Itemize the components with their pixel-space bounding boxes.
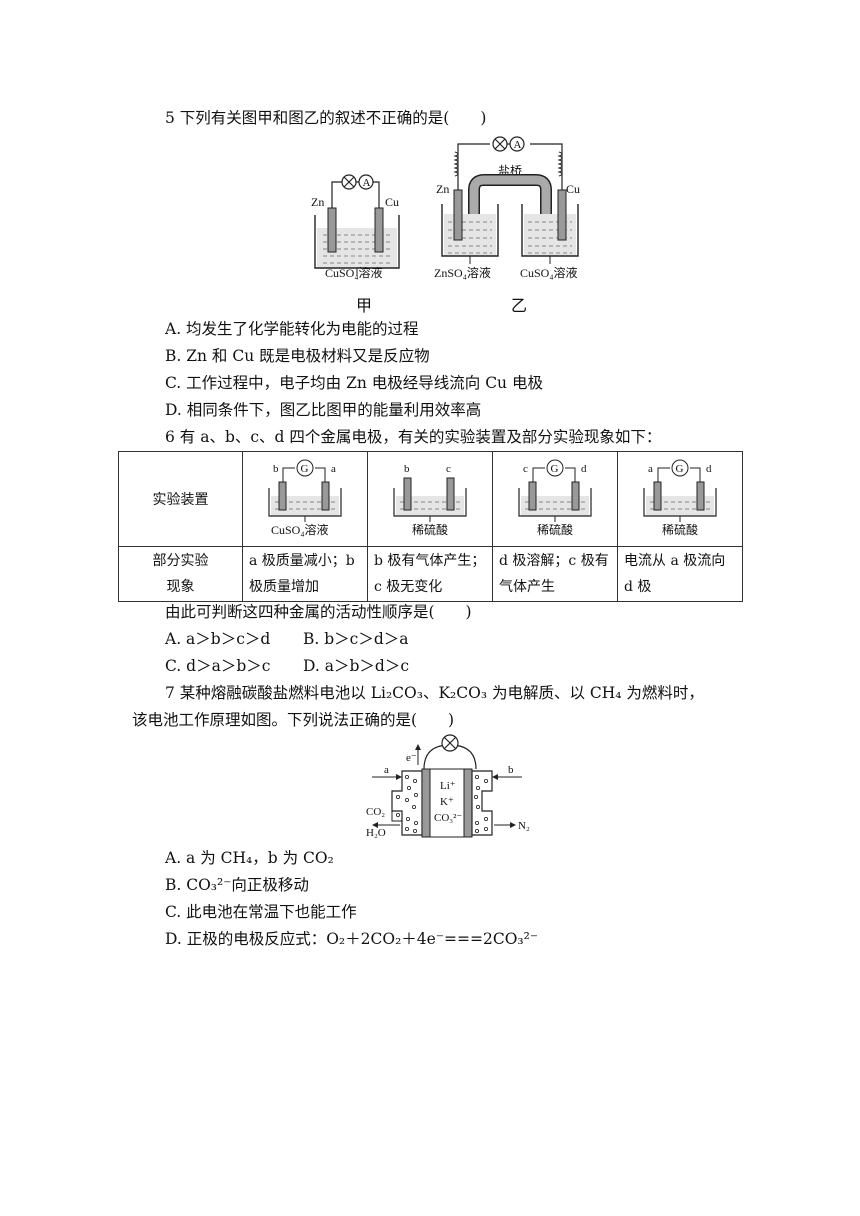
jia-solution-label: CuSO₄溶液	[325, 265, 383, 280]
phenomenon-3-line1: d 极溶解；c 极有	[499, 553, 609, 569]
phenomenon-2-line2: c 极无变化	[374, 579, 443, 595]
yi-zn-label: Zn	[436, 182, 449, 196]
yi-znso4-label: ZnSO₄溶液	[434, 265, 491, 280]
apparatus-3-right-label: d	[581, 463, 587, 475]
apparatus-2-left-label: b	[404, 463, 410, 475]
q7-option-c: C. 此电池在常温下也能工作	[165, 903, 357, 921]
apparatus-4-left-label: a	[648, 463, 653, 475]
table-header-apparatus: 实验装置	[118, 451, 243, 547]
phenomenon-1-line2: 极质量增加	[249, 579, 319, 595]
yi-cu-label: Cu	[566, 182, 580, 196]
figure-jia-label: 甲	[356, 296, 373, 315]
phenomenon-2-line1: b 极有气体产生；	[374, 553, 486, 569]
apparatus-2-solution: 稀硫酸	[412, 522, 448, 537]
phenomenon-cell: 电流从 a 极流向 d 极	[617, 546, 743, 602]
phenomenon-3-line2: 气体产生	[499, 579, 555, 595]
inlet-b-label: b	[508, 764, 514, 776]
table-header-phenomena: 部分实验 现象	[118, 546, 243, 602]
q6-option-b: B. b＞c＞d＞a	[303, 630, 409, 648]
apparatus-4-meter: G	[676, 463, 684, 475]
apparatus-cell: b c 稀硫酸	[367, 451, 493, 547]
apparatus-4-diagram: G a d 稀硫酸	[643, 459, 717, 537]
apparatus-cell: G c d 稀硫酸	[492, 451, 618, 547]
jia-ammeter-label: A	[363, 177, 371, 189]
q7-option-b: B. CO₃²⁻向正极移动	[165, 876, 309, 894]
q6-option-c: C. d＞a＞b＞c	[165, 657, 271, 675]
apparatus-4-right-label: d	[706, 463, 712, 475]
outlet-co2-label: CO₂	[366, 806, 385, 818]
q7-stem-line1: 7 某种熔融碳酸盐燃料电池以 Li₂CO₃、K₂CO₃ 为电解质、以 CH₄ 为…	[165, 684, 704, 702]
apparatus-3-solution: 稀硫酸	[537, 522, 573, 537]
phenomenon-4-line1: 电流从 a 极流向	[624, 553, 726, 569]
electron-label: e⁻	[406, 752, 417, 764]
outlet-h2o-label: H₂O	[366, 827, 386, 839]
apparatus-1-meter: G	[301, 463, 309, 475]
q5-option-d: D. 相同条件下，图乙比图甲的能量利用效率高	[165, 401, 482, 419]
q6-stem: 6 有 a、b、c、d 四个金属电极，有关的实验装置及部分实验现象如下：	[165, 428, 662, 446]
experiment-table: 实验装置 G b a CuSO₄溶液 b c	[118, 451, 743, 602]
phenomenon-4-line2: d 极	[624, 579, 652, 595]
outlet-n2-label: N₂	[518, 820, 530, 832]
yi-cuso4-label: CuSO₄溶液	[520, 265, 578, 280]
k-ion-label: K⁺	[440, 796, 454, 808]
fuel-cell-diagram: e⁻ Li⁺ K⁺ CO₃²⁻ a b CO₂ H₂O N₂	[366, 734, 530, 839]
carbonate-ion-label: CO₃²⁻	[434, 812, 462, 824]
phenomenon-cell: a 极质量减小；b 极质量增加	[242, 546, 368, 602]
q7-option-d: D. 正极的电极反应式：O₂＋2CO₂＋4e⁻===2CO₃²⁻	[165, 930, 539, 948]
q5-option-a: A. 均发生了化学能转化为电能的过程	[165, 320, 419, 338]
q6-option-a: A. a＞b＞c＞d	[165, 630, 271, 648]
apparatus-3-diagram: G c d 稀硫酸	[518, 459, 592, 537]
phenomenon-cell: b 极有气体产生； c 极无变化	[367, 546, 493, 602]
apparatus-cell: G a d 稀硫酸	[617, 451, 743, 547]
jia-cu-label: Cu	[385, 195, 399, 209]
q7-stem-line2: 该电池工作原理如图。下列说法正确的是( )	[132, 711, 455, 729]
phenomenon-1-line1: a 极质量减小；b	[249, 553, 355, 569]
apparatus-1-diagram: G b a CuSO₄溶液	[268, 459, 342, 537]
yi-ammeter-label: A	[514, 139, 522, 151]
apparatus-3-left-label: c	[523, 463, 528, 475]
apparatus-1-solution: CuSO₄溶液	[271, 522, 329, 537]
phenomenon-cell: d 极溶解；c 极有 气体产生	[492, 546, 618, 602]
apparatus-2-right-label: c	[446, 463, 451, 475]
apparatus-1-left-label: b	[273, 463, 279, 475]
q6-option-d: D. a＞b＞d＞c	[303, 657, 409, 675]
q7-option-a: A. a 为 CH₄，b 为 CO₂	[165, 849, 334, 867]
figure-jia: A Zn Cu CuSO₄溶液	[311, 174, 400, 280]
apparatus-2-diagram: b c 稀硫酸	[393, 463, 467, 537]
phenomena-header-line1: 部分实验	[152, 553, 209, 569]
apparatus-cell: G b a CuSO₄溶液	[242, 451, 368, 547]
li-ion-label: Li⁺	[440, 780, 456, 792]
q5-stem: 5 下列有关图甲和图乙的叙述不正确的是( )	[165, 109, 487, 127]
jia-zn-label: Zn	[311, 195, 324, 209]
q5-option-c: C. 工作过程中，电子均由 Zn 电极经导线流向 Cu 电极	[165, 374, 543, 392]
figure-yi-label: 乙	[511, 296, 528, 315]
apparatus-3-meter: G	[551, 463, 559, 475]
q6-follow: 由此可判断这四种金属的活动性顺序是( )	[165, 603, 472, 621]
apparatus-1-right-label: a	[331, 463, 336, 475]
q5-option-b: B. Zn 和 Cu 既是电极材料又是反应物	[165, 347, 430, 365]
figure-yi: A 盐桥 Zn Cu ZnSO₄溶液 CuSO₄溶液	[434, 136, 580, 280]
inlet-a-label: a	[384, 764, 389, 776]
apparatus-4-solution: 稀硫酸	[662, 522, 698, 537]
phenomena-header-line2: 现象	[166, 579, 195, 595]
